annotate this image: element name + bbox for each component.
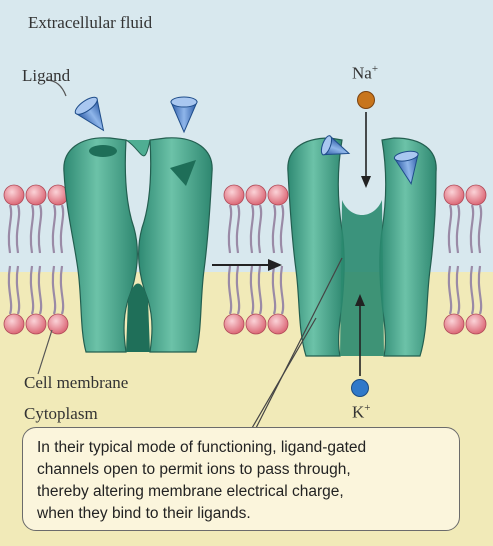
- caption-line: when they bind to their ligands.: [37, 503, 445, 525]
- lipid-head: [26, 314, 46, 334]
- ligand-label: Ligand: [22, 66, 70, 86]
- caption-line: channels open to permit ions to pass thr…: [37, 459, 445, 481]
- lipid-head: [246, 314, 266, 334]
- potassium-label: K+: [352, 402, 371, 423]
- lipid-head: [466, 185, 486, 205]
- lipid-head: [48, 314, 68, 334]
- lipid-head: [444, 185, 464, 205]
- potassium-symbol: K: [352, 403, 364, 422]
- cytoplasm-label: Cytoplasm: [24, 404, 98, 424]
- lipid-head: [224, 314, 244, 334]
- open-channel-pore: [340, 200, 384, 356]
- lipid-head: [268, 314, 288, 334]
- lipid-head: [4, 314, 24, 334]
- sodium-label: Na+: [352, 63, 378, 84]
- lipid-head: [26, 185, 46, 205]
- lipid-head: [4, 185, 24, 205]
- sodium-symbol: Na: [352, 64, 372, 83]
- caption-line: In their typical mode of functioning, li…: [37, 437, 445, 459]
- caption-box: In their typical mode of functioning, li…: [22, 427, 460, 531]
- cell-membrane-label: Cell membrane: [24, 373, 128, 393]
- caption-line: thereby altering membrane electrical cha…: [37, 481, 445, 503]
- empty-binding-site-left: [89, 145, 117, 157]
- lipid-head: [246, 185, 266, 205]
- lipid-head: [444, 314, 464, 334]
- lipid-head: [224, 185, 244, 205]
- orange-ion-icon: [358, 92, 375, 109]
- extracellular-fluid-label: Extracellular fluid: [28, 13, 152, 33]
- lipid-head: [268, 185, 288, 205]
- lipid-head: [466, 314, 486, 334]
- blue-ion-icon: [352, 380, 369, 397]
- sodium-charge: +: [372, 63, 378, 75]
- potassium-charge: +: [364, 402, 370, 414]
